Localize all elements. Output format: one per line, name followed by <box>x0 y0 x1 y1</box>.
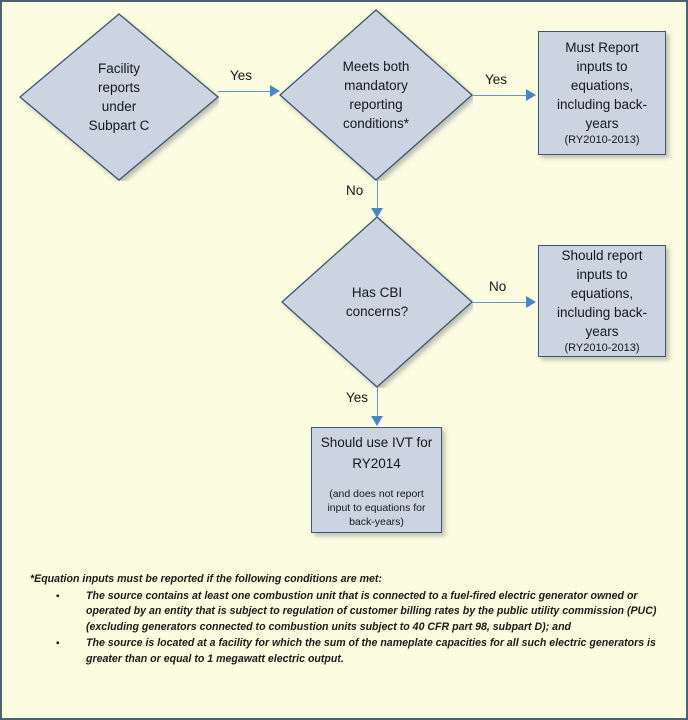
connector-facility-to-mandatory <box>218 84 284 98</box>
process-must-report-inputs[interactable]: Must Report inputs to equations, includi… <box>538 31 666 155</box>
arrowhead-right-icon <box>526 89 536 101</box>
connector-line <box>472 95 528 97</box>
process-should-use-ivt-sub: (and does not report input to equations … <box>327 487 426 528</box>
footnote-item: ▪ The source is located at a facility fo… <box>56 636 662 667</box>
connector-mandatory-to-cbi <box>370 180 384 220</box>
process-must-report-inputs-main: Must Report inputs to equations, includi… <box>556 40 648 131</box>
process-should-use-ivt[interactable]: Should use IVT for RY2014 (and does not … <box>311 427 442 533</box>
edge-label-mandatory-to-must-report: Yes <box>485 72 508 87</box>
process-should-report-inputs-sub: (RY2010-2013) <box>564 342 640 354</box>
decision-has-cbi-concerns[interactable]: Has CBI concerns? <box>281 216 473 388</box>
connector-line <box>472 302 528 304</box>
edge-label-cbi-to-ivt: Yes <box>346 390 369 405</box>
arrowhead-down-icon <box>371 208 383 218</box>
connector-cbi-to-ivt <box>370 388 384 430</box>
process-should-report-inputs-main: Should report inputs to equations, inclu… <box>556 248 648 339</box>
edge-label-cbi-to-should-report: No <box>489 279 507 294</box>
edge-label-facility-to-mandatory: Yes <box>230 68 253 83</box>
decision-facility-reports-subpart-c-label: Facility reports under Subpart C <box>88 61 150 133</box>
diamond-shape <box>281 216 473 388</box>
arrowhead-right-icon <box>526 296 536 308</box>
footnote-item: ▪ The source contains at least one combu… <box>56 589 662 636</box>
bullet-icon: ▪ <box>56 590 60 602</box>
connector-line <box>377 180 379 210</box>
diamond-shape <box>279 9 473 181</box>
decision-meets-mandatory-conditions-label: Meets both mandatory reporting condition… <box>342 59 410 131</box>
footnote-item-text: The source contains at least one combust… <box>86 589 657 633</box>
arrowhead-right-icon <box>270 85 280 97</box>
diamond-shape <box>19 13 219 181</box>
arrowhead-down-icon <box>371 416 383 426</box>
decision-has-cbi-concerns-label: Has CBI concerns? <box>345 285 409 319</box>
connector-mandatory-to-must-report <box>472 88 542 102</box>
bullet-icon: ▪ <box>56 638 60 649</box>
footnote: *Equation inputs must be reported if the… <box>30 572 662 667</box>
connector-line <box>377 388 379 418</box>
footnote-lead: *Equation inputs must be reported if the… <box>30 573 382 585</box>
footnote-list: ▪ The source contains at least one combu… <box>30 589 662 668</box>
process-must-report-inputs-sub: (RY2010-2013) <box>564 134 640 146</box>
decision-meets-mandatory-conditions[interactable]: Meets both mandatory reporting condition… <box>279 9 473 181</box>
connector-line <box>218 91 272 93</box>
decision-facility-reports-subpart-c[interactable]: Facility reports under Subpart C <box>19 13 219 181</box>
connector-cbi-to-should-report <box>472 295 542 309</box>
process-should-use-ivt-main: Should use IVT for RY2014 <box>320 434 433 471</box>
footnote-item-text: The source is located at a facility for … <box>86 637 656 665</box>
edge-label-mandatory-to-cbi: No <box>346 183 364 198</box>
process-should-report-inputs[interactable]: Should report inputs to equations, inclu… <box>538 245 666 357</box>
